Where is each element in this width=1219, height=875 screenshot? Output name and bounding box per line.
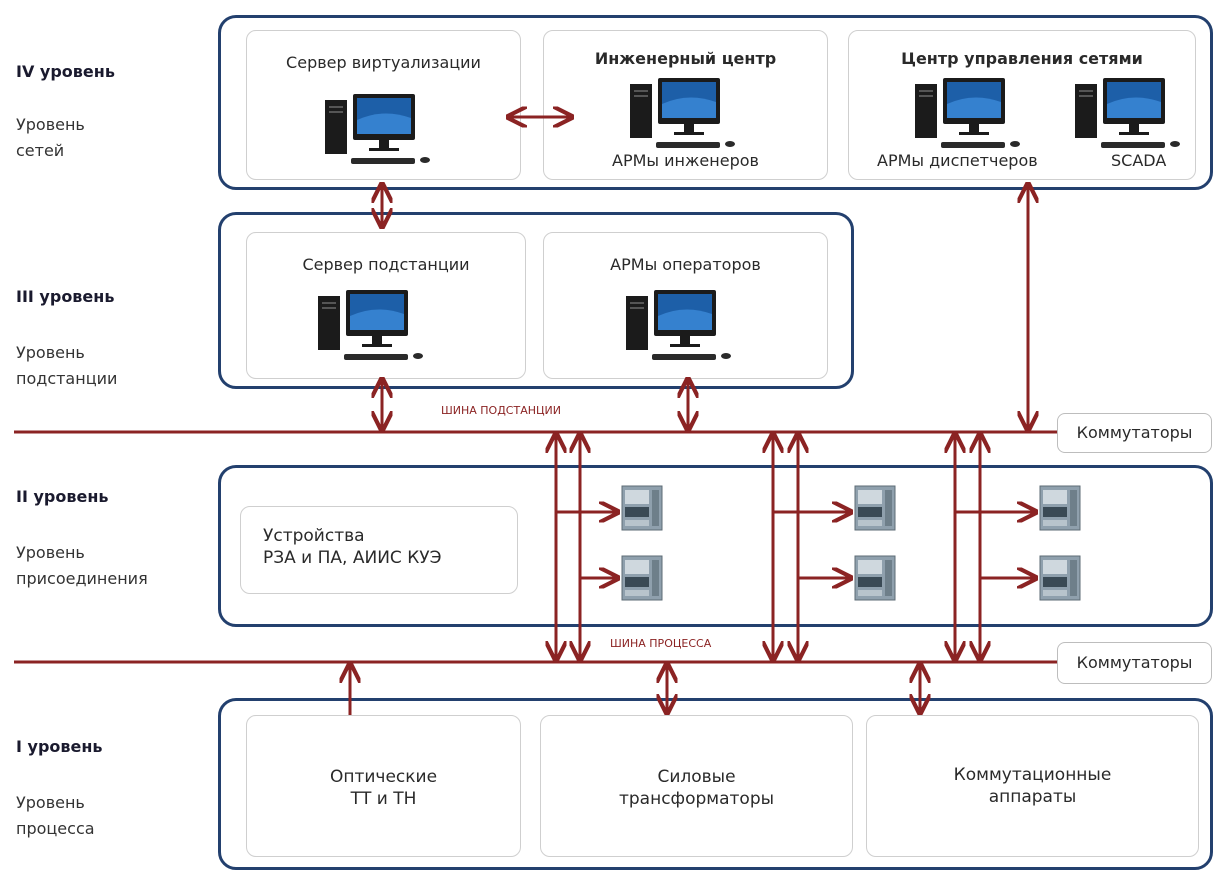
- optical-text: Оптические ТТ и ТН: [247, 766, 520, 810]
- level-3-sub-line2: подстанции: [16, 369, 118, 388]
- level-4-subtitle: Уровень сетей: [16, 112, 85, 164]
- computer-icon: [630, 78, 735, 148]
- process-bus-label: ШИНА ПРОЦЕССА: [606, 637, 716, 650]
- engineers-arm-caption: АРМы инженеров: [612, 151, 759, 170]
- level-4-sub-line1: Уровень: [16, 115, 85, 134]
- level-2-title: II уровень: [16, 487, 109, 506]
- level-2-subtitle: Уровень присоединения: [16, 540, 148, 592]
- level-1-title: I уровень: [16, 737, 103, 756]
- level-1-sub-line1: Уровень: [16, 793, 85, 812]
- level-3-subtitle: Уровень подстанции: [16, 340, 117, 392]
- computer-icon: [1075, 78, 1180, 148]
- computer-icon: [626, 290, 731, 360]
- dispatchers-arm-caption: АРМы диспетчеров: [877, 151, 1038, 170]
- protection-devices-text: Устройства РЗА и ПА, АИИС КУЭ: [263, 525, 442, 569]
- substation-bus-label: ШИНА ПОДСТАНЦИИ: [437, 404, 566, 417]
- relay-device-icon: [621, 485, 663, 531]
- card-power-transformers: Силовые трансформаторы: [540, 715, 853, 857]
- optical-line1: Оптические: [329, 767, 438, 787]
- computer-icon: [915, 78, 1020, 148]
- operators-arm-title: АРМы операторов: [610, 255, 761, 274]
- level-2-sub-line2: присоединения: [16, 569, 148, 588]
- level-1-subtitle: Уровень процесса: [16, 790, 95, 842]
- switching-text: Коммутационные аппараты: [867, 764, 1198, 808]
- protection-devices-line2: РЗА и ПА, АИИС КУЭ: [263, 548, 442, 568]
- relay-device-icon: [854, 485, 896, 531]
- scada-caption: SCADA: [1111, 151, 1167, 170]
- level-4-title: IV уровень: [16, 62, 115, 81]
- optical-line2: ТТ и ТН: [350, 789, 417, 809]
- power-line2: трансформаторы: [618, 789, 775, 809]
- protection-devices-line1: Устройства: [263, 526, 365, 546]
- relay-device-icon: [1039, 485, 1081, 531]
- network-control-center-title: Центр управления сетями: [901, 49, 1143, 68]
- level-4-sub-line2: сетей: [16, 141, 65, 160]
- level-2-sub-line1: Уровень: [16, 543, 85, 562]
- computer-icon: [325, 94, 430, 164]
- relay-device-icon: [854, 555, 896, 601]
- level-1-sub-line2: процесса: [16, 819, 95, 838]
- substation-server-title: Сервер подстанции: [302, 255, 470, 274]
- level-3-sub-line1: Уровень: [16, 343, 85, 362]
- relay-device-icon: [1039, 555, 1081, 601]
- switching-line1: Коммутационные: [953, 765, 1112, 785]
- relay-device-icon: [621, 555, 663, 601]
- switches-top-box: Коммутаторы: [1057, 413, 1212, 453]
- virtualization-server-title: Сервер виртуализации: [286, 53, 481, 72]
- switching-line2: аппараты: [988, 787, 1077, 807]
- power-text: Силовые трансформаторы: [541, 766, 852, 810]
- card-switching-devices: Коммутационные аппараты: [866, 715, 1199, 857]
- switches-bottom-box: Коммутаторы: [1057, 642, 1212, 684]
- card-protection-devices: Устройства РЗА и ПА, АИИС КУЭ: [240, 506, 518, 594]
- computer-icon: [318, 290, 423, 360]
- power-line1: Силовые: [657, 767, 736, 787]
- card-optical-transformers: Оптические ТТ и ТН: [246, 715, 521, 857]
- level-3-title: III уровень: [16, 287, 115, 306]
- engineering-center-title: Инженерный центр: [594, 49, 777, 68]
